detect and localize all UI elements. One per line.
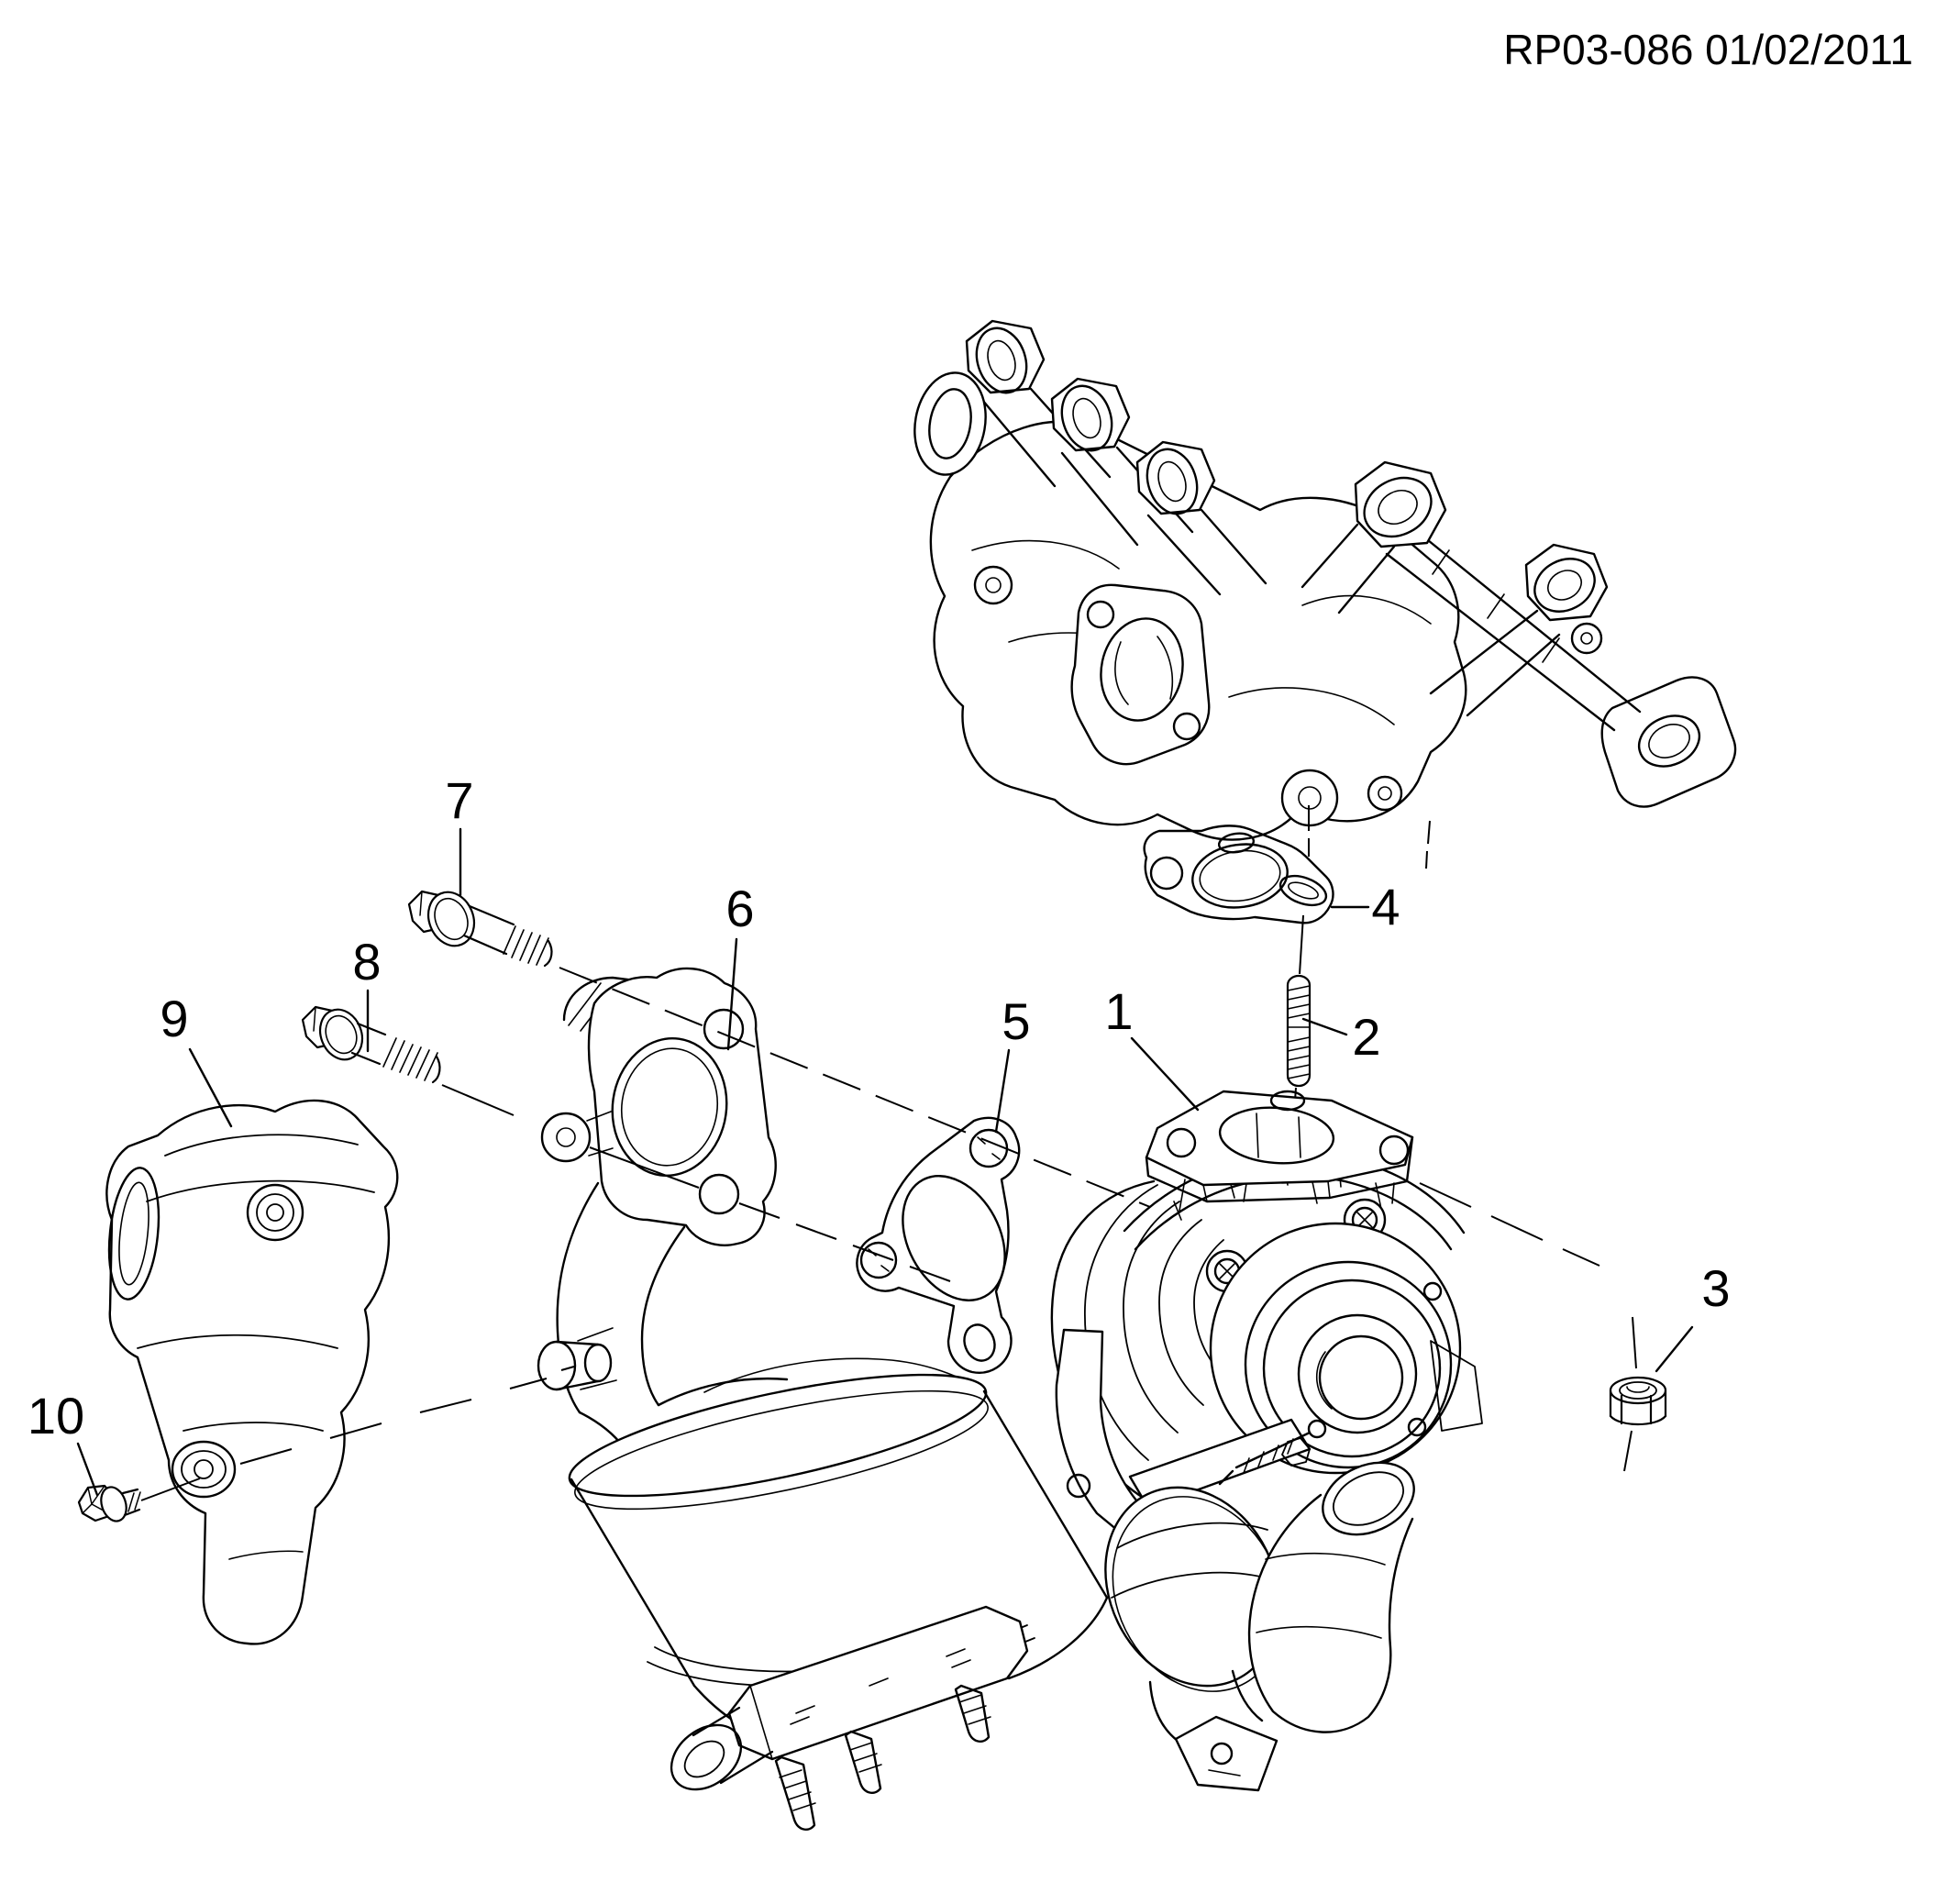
nut3-axis-line bbox=[1419, 1182, 1637, 1472]
callout-9-label: 9 bbox=[160, 990, 188, 1047]
catalytic-converter-assembly-part6 bbox=[537, 967, 1109, 1831]
turbo-mounting-stud-part2 bbox=[1286, 974, 1312, 1088]
flange-nut-part3 bbox=[1609, 1376, 1667, 1425]
callout-10-leader bbox=[76, 1442, 99, 1497]
callout-7-label: 7 bbox=[445, 771, 473, 829]
callout-8-label: 8 bbox=[352, 933, 381, 991]
exhaust-manifold-drawing bbox=[913, 319, 1737, 841]
callout-3-label: 3 bbox=[1701, 1259, 1730, 1317]
turbo-manifold-gasket-part4 bbox=[1143, 825, 1334, 924]
callout-9-leader bbox=[188, 1047, 233, 1128]
turbo-outlet-gasket-part5 bbox=[856, 1116, 1021, 1374]
stud-axis-line bbox=[1291, 805, 1431, 1140]
callout-1-label: 1 bbox=[1104, 982, 1133, 1040]
turbocharger-part1 bbox=[1050, 1090, 1483, 1792]
callout-6-leader bbox=[726, 937, 738, 1051]
bolt-part7 bbox=[407, 890, 553, 968]
bolt7-axis-line bbox=[559, 967, 1151, 1208]
callout-2-leader bbox=[1301, 1017, 1348, 1036]
callout-3-leader bbox=[1655, 1325, 1694, 1373]
callout-5-leader bbox=[994, 1048, 1011, 1134]
callout-1-leader bbox=[1130, 1036, 1200, 1112]
callout-10-label: 10 bbox=[28, 1387, 84, 1445]
bolt10-axis-line bbox=[140, 1366, 575, 1501]
bolt8-axis-line bbox=[441, 1084, 951, 1282]
bolt-part10 bbox=[77, 1484, 141, 1522]
heat-shield-part9 bbox=[105, 1099, 399, 1645]
doc-reference: RP03-086 01/02/2011 bbox=[1503, 26, 1913, 73]
callout-5-label: 5 bbox=[1002, 992, 1030, 1050]
callout-6-label: 6 bbox=[725, 880, 754, 937]
callout-2-label: 2 bbox=[1352, 1008, 1380, 1066]
callout-4-label: 4 bbox=[1371, 878, 1400, 935]
bolt-part8 bbox=[301, 1005, 441, 1084]
